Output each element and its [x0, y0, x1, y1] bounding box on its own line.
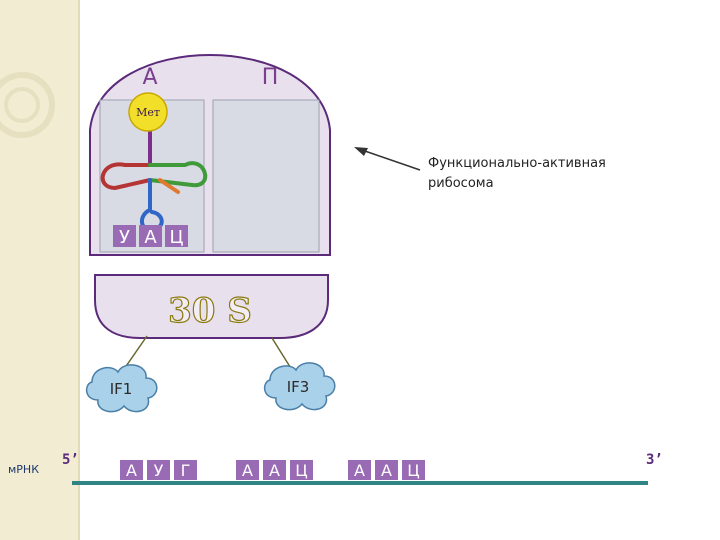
callout-arrow — [354, 147, 421, 171]
subunit-label: 30 S — [168, 291, 252, 331]
met-label: Мет — [136, 106, 160, 119]
callout-line-2: рибосома — [428, 176, 494, 191]
trna-variable-loop — [158, 178, 180, 194]
mrna-label: мРНК — [8, 463, 39, 476]
met-amino-acid — [128, 92, 168, 132]
codon-2: А А Ц — [236, 460, 313, 480]
codon-letter: А — [126, 461, 137, 480]
codon-letter: А — [242, 461, 253, 480]
if3-label: IF3 — [287, 378, 310, 396]
mrna-strand — [72, 481, 648, 485]
if1-cloud: IF1 — [85, 364, 158, 413]
trna-t-arm — [148, 161, 208, 188]
codon-3: А А Ц — [348, 460, 425, 480]
trna-d-arm — [100, 162, 152, 191]
anticodon: У А Ц — [113, 225, 188, 248]
anticodon-letter: Ц — [170, 227, 184, 248]
codon-letter: Г — [181, 461, 191, 480]
codon-letter: А — [381, 461, 392, 480]
codon-letter: А — [354, 461, 365, 480]
site-a-label: А — [142, 65, 157, 90]
codon-letter: Ц — [407, 461, 419, 480]
anticodon-letter: У — [119, 227, 130, 248]
three-prime-label: 3’ — [646, 452, 663, 468]
site-p-label: П — [262, 65, 279, 90]
site-p-box — [212, 99, 320, 253]
background-stripe — [0, 0, 80, 540]
anticodon-letter: А — [144, 227, 157, 248]
codon-1: А У Г — [120, 460, 197, 480]
codon-letter: У — [154, 461, 164, 480]
codon-letter: А — [269, 461, 280, 480]
if3-cloud: IF3 — [263, 362, 336, 411]
if1-label: IF1 — [110, 380, 133, 398]
if3-connector — [271, 337, 293, 371]
callout-line-1: Функционально-активная — [428, 156, 606, 171]
codon-letter: Ц — [295, 461, 307, 480]
ribosome-small-subunit — [94, 274, 329, 339]
five-prime-label: 5’ — [62, 452, 79, 468]
